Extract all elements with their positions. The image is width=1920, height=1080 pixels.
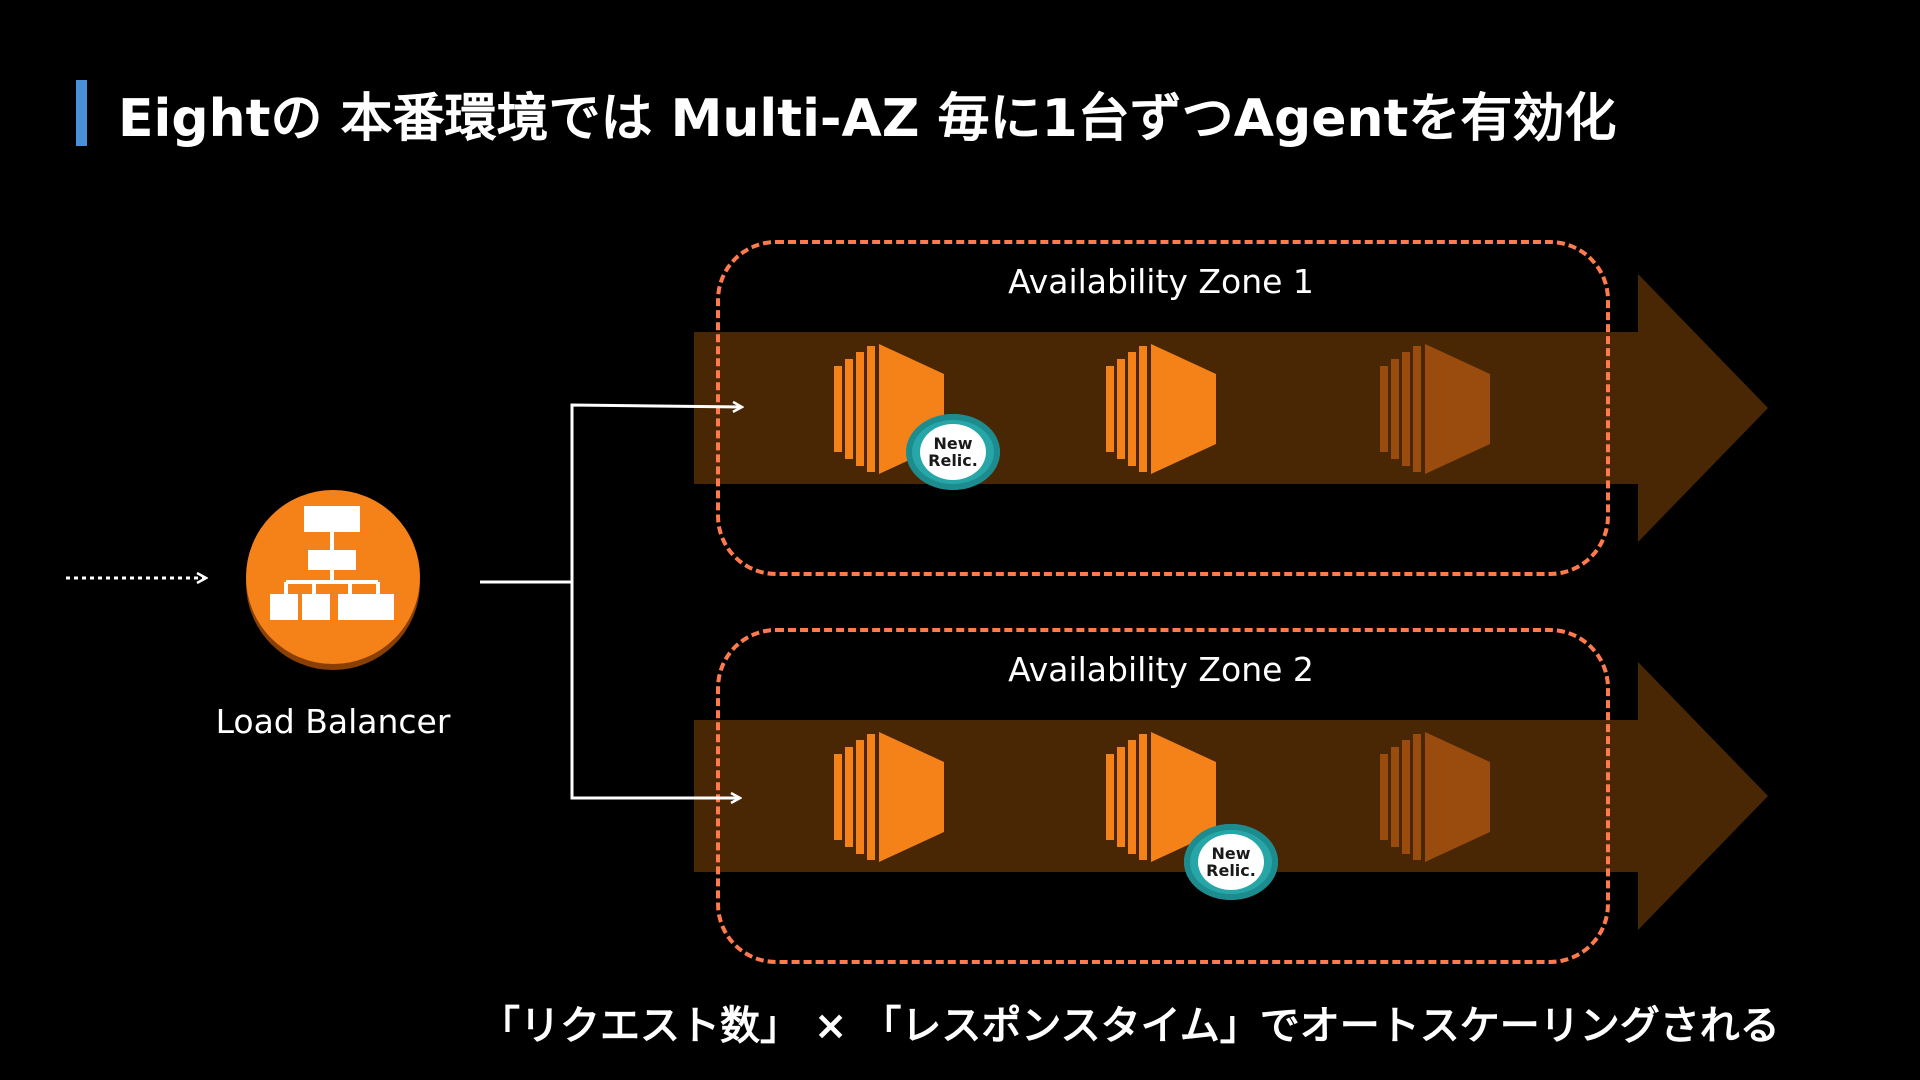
new-relic-line1: New: [933, 434, 973, 453]
load-balancer-icon: [246, 490, 420, 664]
new-relic-line2: Relic.: [928, 451, 978, 470]
zone-1-label: Availability Zone 1: [1008, 262, 1314, 301]
new-relic-line2: Relic.: [1206, 861, 1256, 880]
availability-zone-2: [716, 628, 1610, 964]
server-instance-icon: [1106, 732, 1216, 862]
server-instance-icon: [1106, 344, 1216, 474]
route-to-zone-2: [570, 582, 740, 798]
load-balancer-label: Load Balancer: [215, 702, 451, 741]
autoscaling-caption: 「リクエスト数」 × 「レスポンスタイム」でオートスケーリングされる: [480, 1003, 1780, 1049]
new-relic-line1: New: [1211, 844, 1251, 863]
zone-2-label: Availability Zone 2: [1008, 650, 1314, 689]
route-to-zone-1: [570, 405, 742, 798]
server-instance-icon: [834, 732, 944, 862]
scaling-arrowhead-zone-2: [1638, 662, 1768, 930]
server-instance-icon: [1380, 732, 1490, 862]
slide-title: Eightの 本番環境では Multi-AZ 毎に1台ずつAgentを有効化: [118, 89, 1617, 149]
title-accent-bar: [76, 80, 87, 146]
server-instance-icon: [1380, 344, 1490, 474]
scaling-arrowhead-zone-1: [1638, 274, 1768, 542]
